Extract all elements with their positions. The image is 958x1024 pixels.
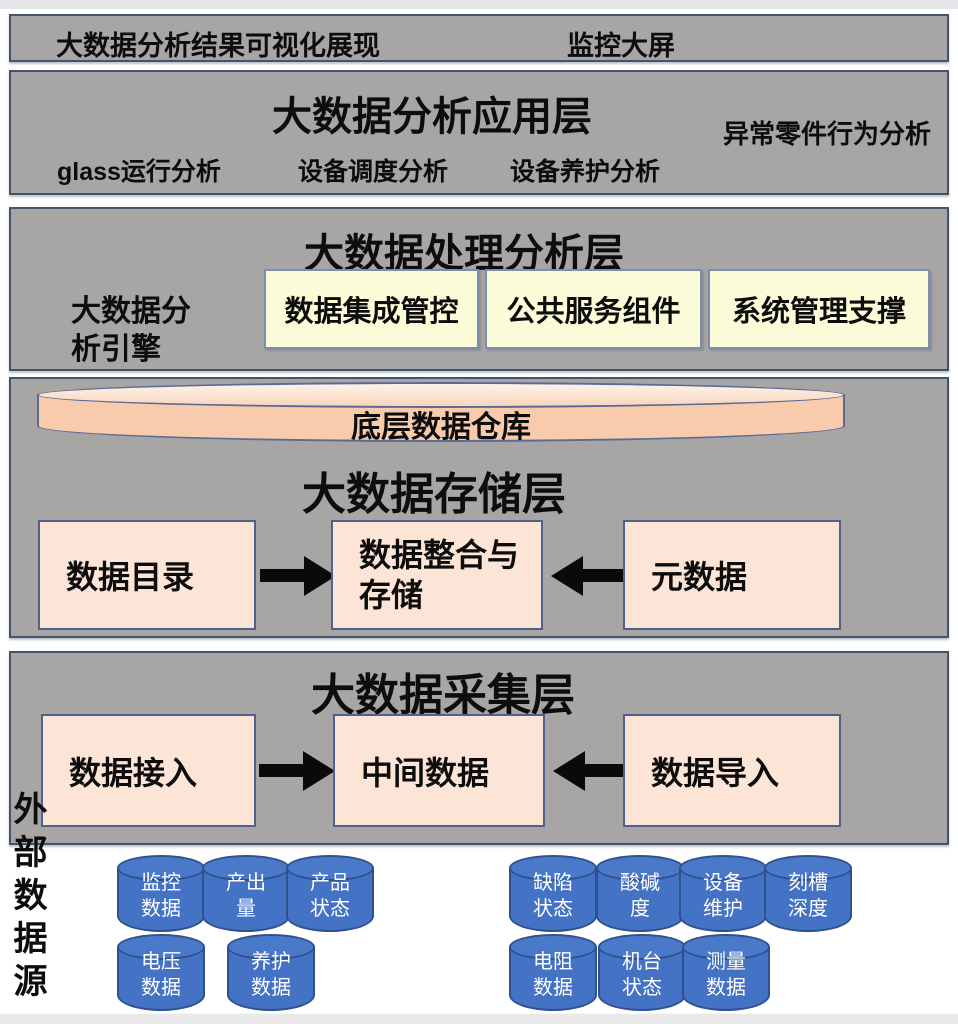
box-data-catalog-label: 数据目录 [66,559,195,595]
bottom-strip [0,1013,958,1024]
datasource-label: 监控数据 [141,872,181,920]
datasource-label: 电压数据 [141,951,181,999]
datasource-label: 养护数据 [251,951,291,999]
application-layer-title: 大数据分析应用层 [272,95,592,139]
module-data-integration-control: 数据集成管控 [264,269,479,349]
datasource-cylinder-machine-status: 机台状态 [598,934,686,1011]
box-intermediate-data-label: 中间数据 [361,754,490,791]
arrow-right-icon [260,569,304,582]
box-data-integration-storage-label: 数据整合与存储 [359,537,520,613]
datasource-label: 设备维护 [703,872,743,920]
datasource-cylinder-maintenance-data: 养护数据 [227,934,315,1011]
visualization-label: 大数据分析结果可视化展现 [56,31,380,61]
datasource-label: 酸碱度 [620,872,660,920]
application-item-glass: glass运行分析 [57,158,221,186]
visualization-bar: 大数据分析结果可视化展现 监控大屏 [9,14,949,62]
arrow-right-icon [259,764,303,777]
external-sources-label: 外部数据源 [8,791,46,1006]
top-strip [0,0,958,9]
application-item-scheduling: 设备调度分析 [298,158,449,186]
datasource-label: 刻槽深度 [788,872,828,920]
datasource-label: 产出量 [226,872,266,920]
box-data-import-label: 数据导入 [651,754,780,791]
box-metadata-label: 元数据 [651,559,748,595]
datasource-label: 机台状态 [622,951,662,999]
datasource-cylinder-output: 产出量 [202,855,290,932]
collection-layer: 大数据采集层 数据接入 中间数据 数据导入 [9,651,949,845]
box-data-import: 数据导入 [623,714,841,827]
box-data-access: 数据接入 [41,714,256,827]
box-metadata: 元数据 [623,520,841,630]
datasource-cylinder-monitoring: 监控数据 [117,855,205,932]
datasource-label: 产品状态 [310,872,350,920]
box-data-access-label: 数据接入 [69,754,198,791]
arrow-left-icon [585,764,625,777]
module-public-services: 公共服务组件 [485,269,702,349]
box-data-catalog: 数据目录 [38,520,256,630]
datasource-cylinder-voltage: 电压数据 [117,934,205,1011]
application-item-maintenance: 设备养护分析 [510,158,661,186]
datasource-cylinder-measurement: 测量数据 [682,934,770,1011]
collection-layer-title: 大数据采集层 [311,671,575,720]
processing-layer-title: 大数据处理分析层 [304,232,624,276]
datasource-cylinder-equipment-upkeep: 设备维护 [679,855,767,932]
box-data-integration-storage: 数据整合与存储 [331,520,543,630]
storage-layer-title: 大数据存储层 [302,470,566,519]
warehouse-cylinder: 底层数据仓库 [37,382,845,444]
datasource-cylinder-defect-status: 缺陷状态 [509,855,597,932]
datasource-label: 电阻数据 [533,951,573,999]
warehouse-label: 底层数据仓库 [351,411,531,444]
datasource-cylinder-ph: 酸碱度 [596,855,684,932]
analysis-engine-label: 大数据分析引擎 [71,295,191,366]
application-item-anomaly: 异常零件行为分析 [723,119,932,149]
storage-layer: 底层数据仓库 大数据存储层 数据目录 数据整合与存储 元数据 [9,377,949,638]
box-intermediate-data: 中间数据 [333,714,545,827]
datasource-label: 测量数据 [706,951,746,999]
monitor-screen-label: 监控大屏 [567,31,675,61]
datasource-cylinder-resistance: 电阻数据 [509,934,597,1011]
datasource-label: 缺陷状态 [533,872,573,920]
module-system-management: 系统管理支撑 [708,269,930,349]
datasource-cylinder-product-status: 产品状态 [286,855,374,932]
datasource-cylinder-groove-depth: 刻槽深度 [764,855,852,932]
arrow-left-icon [583,569,623,582]
processing-layer: 大数据处理分析层 大数据分析引擎 数据集成管控 公共服务组件 系统管理支撑 [9,207,949,371]
application-layer: 大数据分析应用层 异常零件行为分析 glass运行分析 设备调度分析 设备养护分… [9,70,949,195]
